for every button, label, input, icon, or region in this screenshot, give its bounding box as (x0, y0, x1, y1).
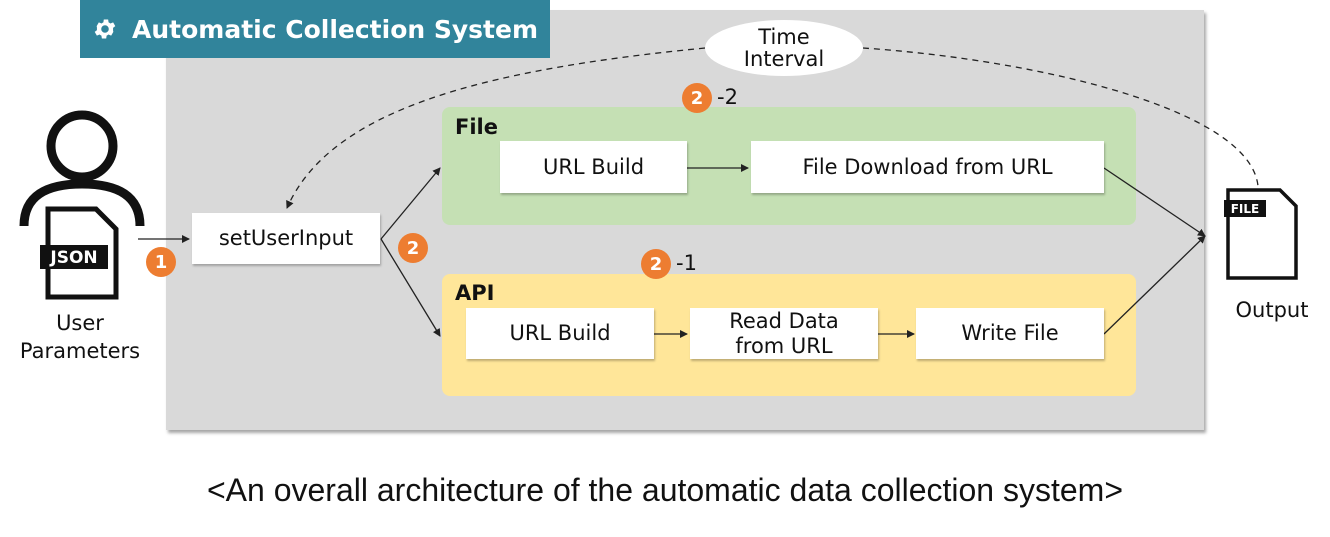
step-badge-1: 1 (146, 247, 176, 277)
user-icon (19, 110, 145, 227)
api-write-file-label: Write File (961, 321, 1059, 345)
arrow-download-to-output (1103, 167, 1206, 237)
dashed-loop-right (862, 47, 1259, 187)
time-interval-label: Time Interval (743, 25, 825, 71)
api-read-line1: Read Data (729, 308, 839, 333)
user-label-line2: Parameters (19, 339, 141, 363)
system-title-bar: Automatic Collection System (80, 0, 550, 58)
step-badge-2-1-suffix: -1 (676, 251, 697, 275)
output-label: Output (1235, 298, 1309, 322)
step-badge-2-2-suffix: -2 (717, 85, 738, 109)
api-url-build-label: URL Build (509, 321, 611, 345)
api-read-data-box: Read Data from URL (690, 308, 878, 359)
step-badge-2-2: 2 (682, 83, 712, 113)
output-file-tag: FILE (1230, 202, 1260, 216)
set-user-input-label: setUserInput (218, 226, 354, 250)
api-url-build-box: URL Build (466, 308, 654, 359)
user-label-line1: User (56, 311, 104, 335)
time-interval-ellipse: Time Interval (705, 20, 863, 76)
output-file-icon (1224, 188, 1298, 280)
dashed-loop-left (286, 47, 706, 209)
file-download-label: File Download from URL (802, 154, 1053, 179)
arrow-input-to-api (380, 238, 441, 337)
user-parameters-label: User Parameters (10, 309, 150, 365)
file-url-build-label: URL Build (542, 154, 645, 179)
system-title: Automatic Collection System (132, 14, 539, 44)
json-tag: JSON (50, 248, 98, 268)
set-user-input-box: setUserInput (192, 213, 380, 264)
arrow-write-to-output (1103, 235, 1206, 335)
file-url-build-box: URL Build (500, 141, 687, 193)
step-badge-2: 2 (398, 233, 428, 263)
api-read-line2: from URL (735, 333, 833, 358)
api-write-file-box: Write File (916, 308, 1104, 359)
arrow-input-to-file (380, 167, 441, 240)
file-download-box: File Download from URL (751, 141, 1104, 193)
gear-icon (94, 19, 116, 39)
json-document-icon (40, 206, 119, 300)
figure-caption: <An overall architecture of the automati… (206, 472, 1124, 508)
api-group-label: API (455, 281, 495, 305)
file-group-label: File (455, 115, 498, 139)
step-badge-2-1: 2 (641, 249, 671, 279)
